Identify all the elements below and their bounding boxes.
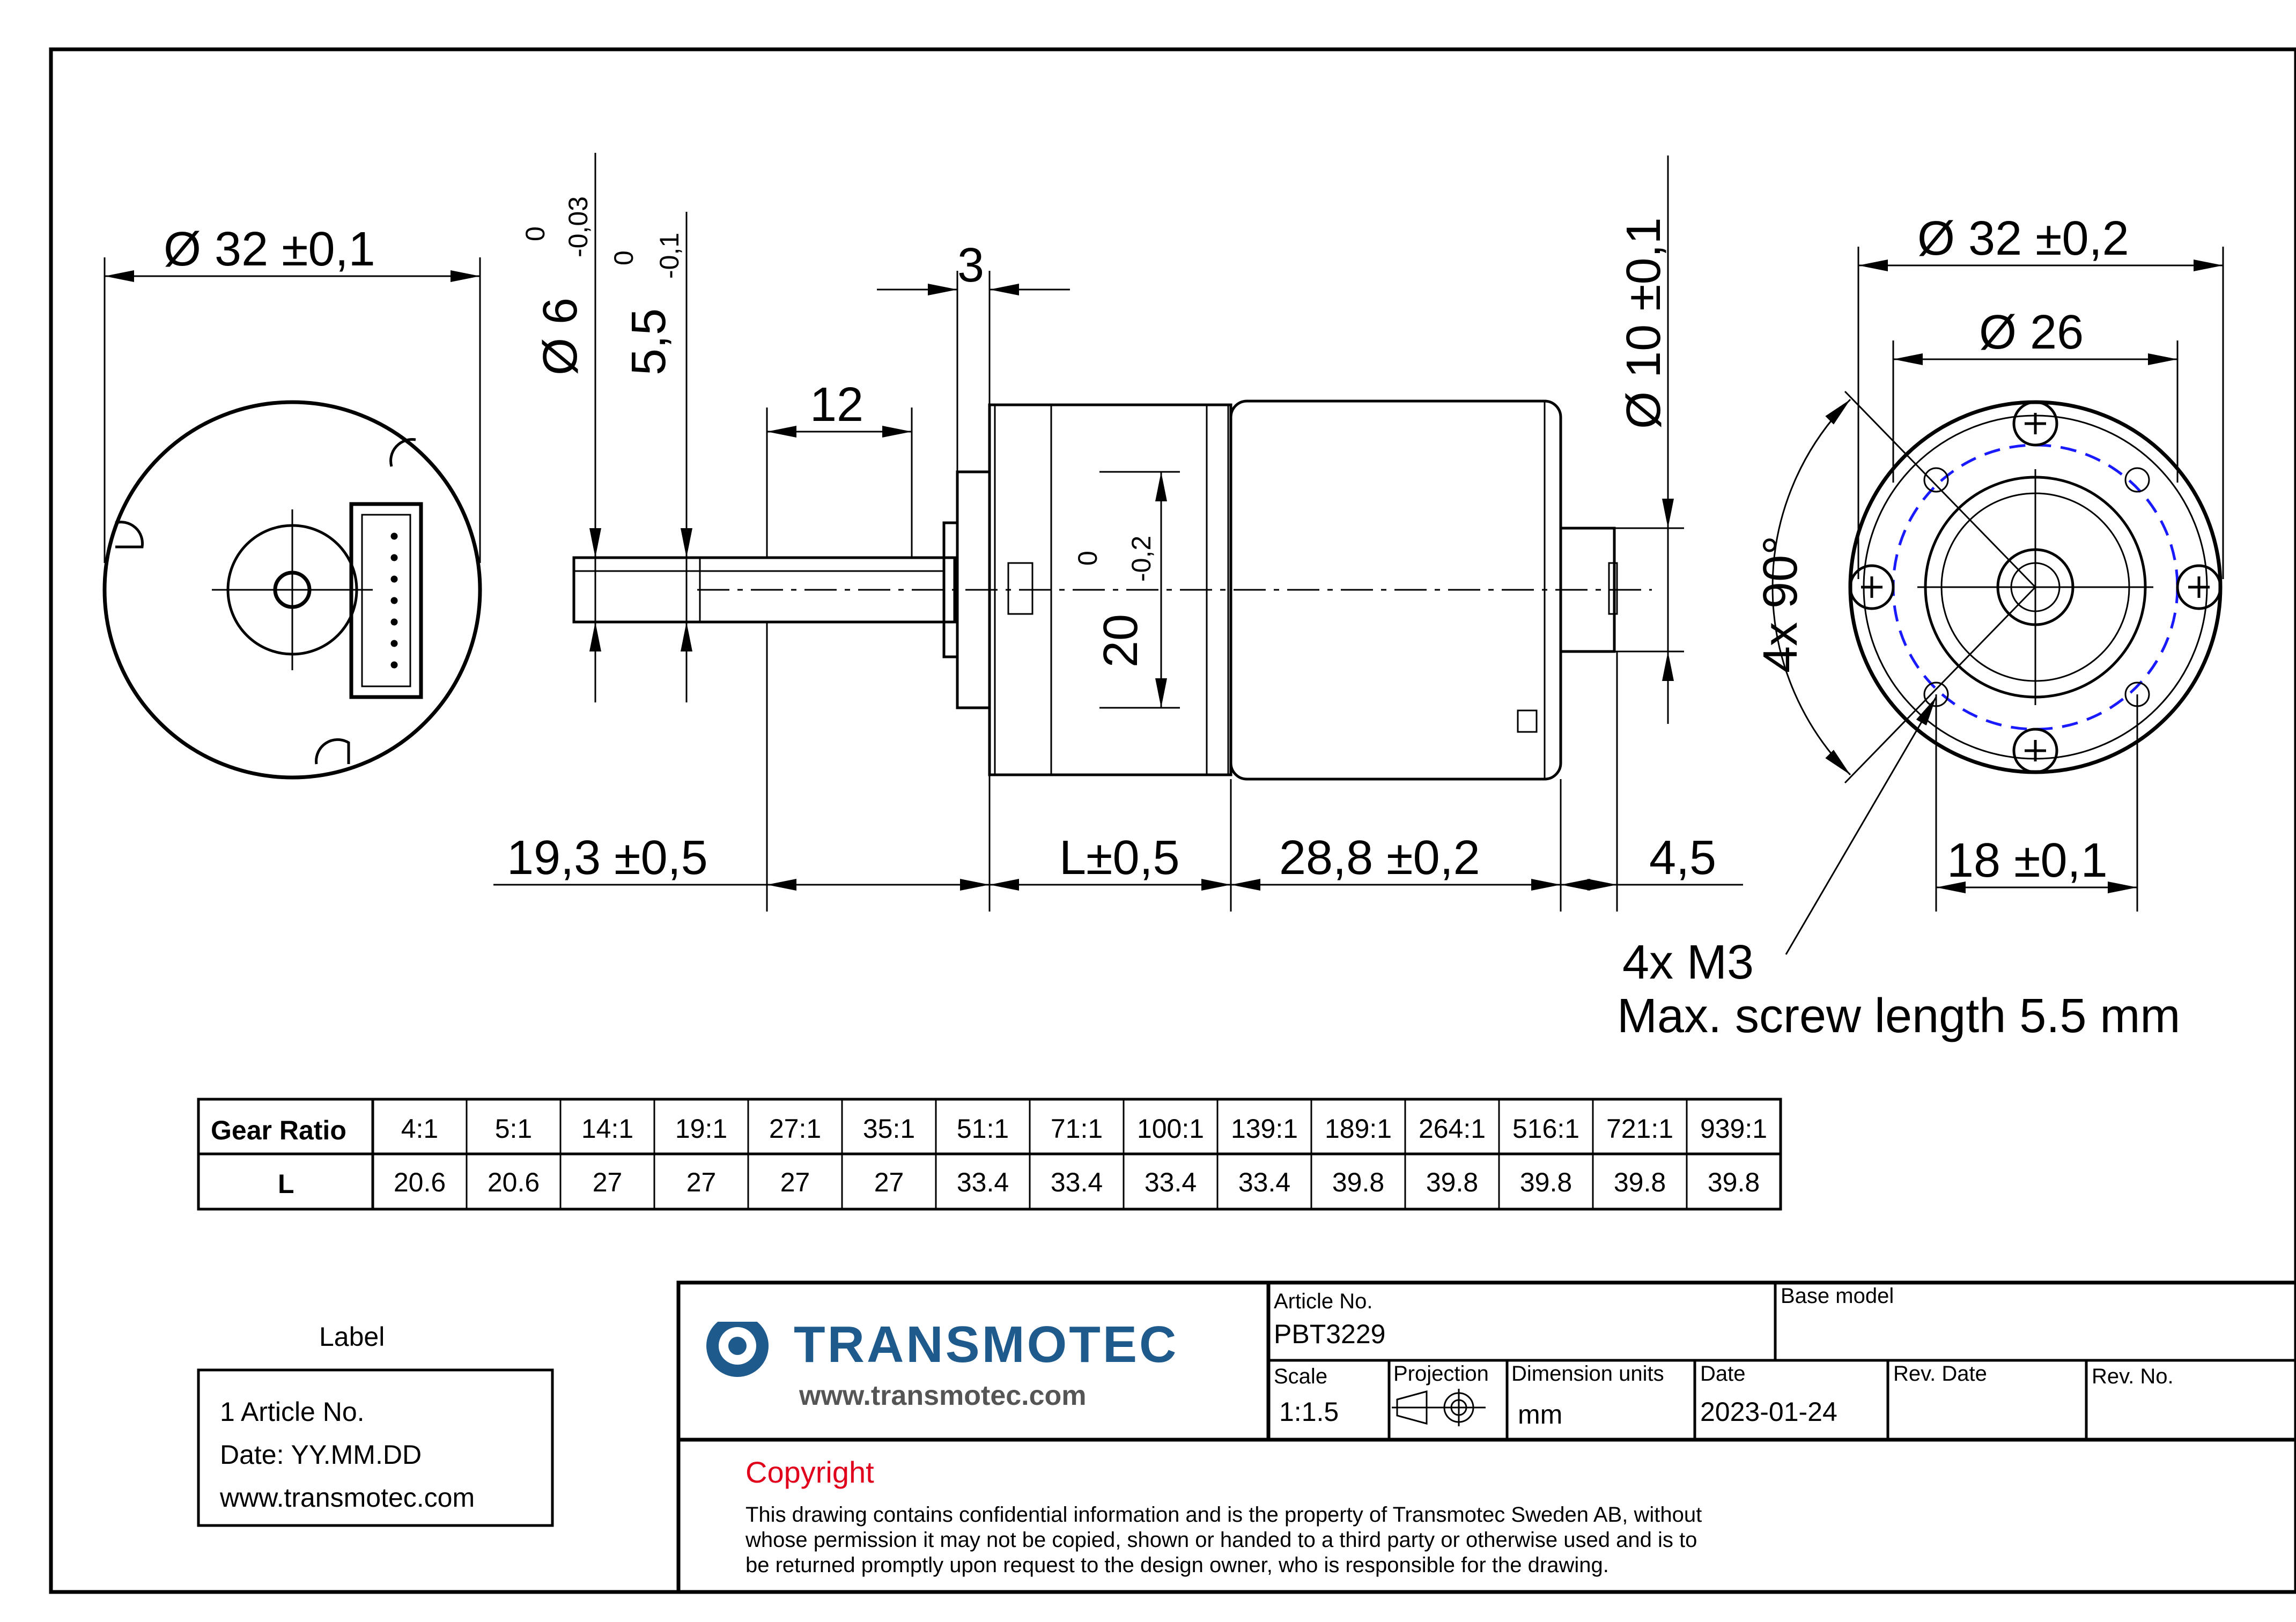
length-cell: 20.6 [488, 1167, 540, 1197]
label-line-2: Date: YY.MM.DD [220, 1440, 422, 1470]
length-cell: 39.8 [1332, 1167, 1384, 1197]
gear-ratio-cell: 516:1 [1512, 1114, 1579, 1144]
shaft-diameter: Ø 6 [534, 298, 587, 375]
company-name: TRANSMOTEC [794, 1316, 1178, 1373]
length-cell: 27 [780, 1167, 810, 1197]
scale-label: Scale [1274, 1365, 1327, 1388]
angle-label: 4x 90° [1754, 536, 1807, 673]
projection-label: Projection [1393, 1362, 1489, 1386]
length-cell: 27 [686, 1167, 717, 1197]
front-view: Ø 32 ±0,2 Ø 26 4x 90° 18 ±0,1 4x M3 Max.… [1617, 212, 2224, 1043]
length-row-header: L [278, 1169, 294, 1199]
length-cell: 33.4 [1238, 1167, 1290, 1197]
rear-boss-diameter: Ø 10 ±0,1 [1617, 217, 1671, 429]
article-no-label: Article No. [1274, 1290, 1373, 1313]
shaft-tol-upper: 0 [520, 226, 550, 241]
length-cell: 39.8 [1708, 1167, 1760, 1197]
gear-ratio-cell: 71:1 [1051, 1114, 1103, 1144]
projection-icon [1392, 1389, 1486, 1426]
copyright-line-2: whose permission it may not be copied, s… [745, 1528, 1697, 1552]
gear-ratio-cell: 27:1 [769, 1114, 821, 1144]
length-cell: 33.4 [1145, 1167, 1197, 1197]
company-website: www.transmotec.com [799, 1380, 1087, 1411]
flat-length: 12 [810, 378, 863, 432]
rev-no-label: Rev. No. [2092, 1365, 2174, 1388]
gear-ratio-cell: 4:1 [401, 1114, 439, 1144]
gear-ratio-cell: 35:1 [863, 1114, 915, 1144]
flat-tol-upper: 0 [609, 250, 639, 265]
length-cell: 39.8 [1614, 1167, 1666, 1197]
flange-thickness: 3 [957, 239, 984, 292]
copyright-line-1: This drawing contains confidential infor… [745, 1503, 1702, 1527]
gearbox-length: L±0,5 [1059, 831, 1180, 885]
rear-view: Ø 32 ±0,1 [102, 223, 482, 780]
units-value: mm [1518, 1399, 1562, 1430]
gear-ratio-cell: 139:1 [1231, 1114, 1298, 1144]
motor-length: 28,8 ±0,2 [1279, 831, 1480, 885]
units-label: Dimension units [1511, 1362, 1664, 1386]
label-box: Label 1 Article No. Date: YY.MM.DD www.t… [197, 1322, 554, 1527]
gear-ratio-cell: 721:1 [1606, 1114, 1673, 1144]
length-cell: 33.4 [1051, 1167, 1103, 1197]
gear-ratio-cell: 51:1 [957, 1114, 1009, 1144]
article-no-value: PBT3229 [1274, 1319, 1385, 1349]
base-model-label: Base model [1781, 1284, 1894, 1308]
length-cell: 20.6 [394, 1167, 446, 1197]
rear-boss-length: 4,5 [1649, 831, 1716, 885]
label-title: Label [319, 1322, 385, 1352]
length-cell: 33.4 [957, 1167, 1009, 1197]
length-cell: 27 [874, 1167, 904, 1197]
date-value: 2023-01-24 [1700, 1397, 1837, 1427]
bolt-circle-diameter: Ø 26 [1979, 306, 2084, 359]
gear-ratio-cell: 19:1 [675, 1114, 727, 1144]
gear-ratio-cell: 189:1 [1325, 1114, 1392, 1144]
transmotec-logo [703, 1311, 769, 1377]
rev-date-label: Rev. Date [1893, 1362, 1987, 1386]
title-block: TRANSMOTEC www.transmotec.com Article No… [676, 1280, 2296, 1594]
gear-ratio-table: Gear Ratio L 4:1 20.6 5:1 20.6 14:1 27 19:1 27 2… [197, 1098, 1782, 1211]
gear-ratio-cell: 5:1 [495, 1114, 533, 1144]
flat-tol-lower: -0,1 [654, 233, 684, 279]
screw-callout: 4x M3 [1622, 936, 1754, 989]
shaft-length: 19,3 ±0,5 [507, 831, 708, 885]
flat-size: 5,5 [622, 308, 676, 375]
gear-ratio-cell: 939:1 [1700, 1114, 1767, 1144]
copyright-title: Copyright [745, 1455, 874, 1489]
gear-ratio-cell: 264:1 [1419, 1114, 1486, 1144]
length-cell: 39.8 [1426, 1167, 1478, 1197]
length-cell: 39.8 [1520, 1167, 1572, 1197]
screw-note: Max. screw length 5.5 mm [1617, 989, 2180, 1043]
rear-diameter-label: Ø 32 ±0,1 [164, 223, 375, 276]
gear-ratio-cell: 14:1 [581, 1114, 633, 1144]
gear-ratio-cell: 100:1 [1137, 1114, 1204, 1144]
label-line-1: 1 Article No. [220, 1397, 365, 1427]
gear-ratio-header: Gear Ratio [211, 1115, 346, 1145]
length-cell: 27 [593, 1167, 623, 1197]
copyright-line-3: be returned promptly upon request to the… [745, 1553, 1609, 1577]
hole-spacing: 18 ±0,1 [1947, 834, 2108, 887]
pilot-tol-lower: -0,2 [1126, 536, 1156, 582]
pilot-diameter: 20 [1094, 614, 1148, 668]
scale-value: 1:1.5 [1279, 1397, 1339, 1427]
pilot-tol-upper: 0 [1073, 551, 1103, 566]
label-line-3: www.transmotec.com [219, 1483, 475, 1513]
side-view: 20 0 -0,2 Ø 6 0 -0,03 5,5 0 -0,1 3 12 [493, 153, 1743, 912]
date-label: Date [1700, 1362, 1746, 1386]
shaft-tol-lower: -0,03 [563, 196, 593, 257]
outer-diameter: Ø 32 ±0,2 [1917, 212, 2129, 265]
